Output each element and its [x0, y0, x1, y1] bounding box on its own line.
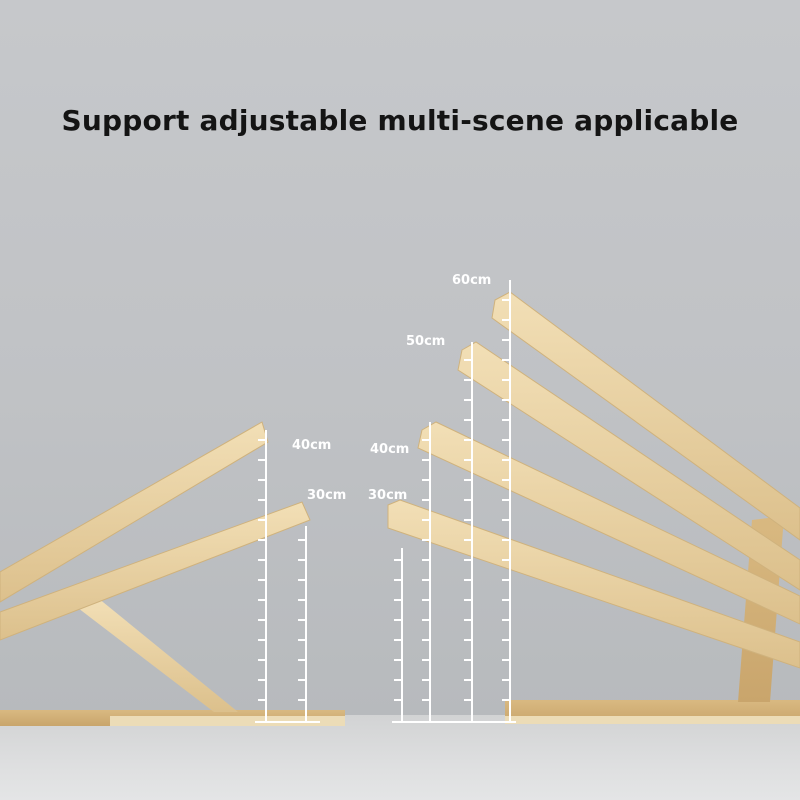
right-ruler-40cm — [422, 422, 431, 722]
left-ruler-40cm — [258, 430, 267, 722]
label-right-40cm: 40cm — [370, 442, 409, 457]
label-left-40cm: 40cm — [292, 438, 331, 453]
right-stand-board-40 — [417, 421, 800, 625]
right-ruler-30cm — [394, 548, 403, 722]
left-stand-lower-board — [0, 501, 311, 641]
right-stand-board-60 — [491, 291, 800, 541]
left-stand-strut — [78, 598, 238, 712]
label-left-30cm: 30cm — [307, 488, 346, 503]
left-stand — [0, 421, 345, 726]
right-stand-board-50 — [457, 341, 800, 591]
right-stand — [387, 291, 800, 724]
left-stand-upper-board — [0, 421, 269, 603]
headline: Support adjustable multi-scene applicabl… — [61, 104, 739, 137]
label-right-30cm: 30cm — [368, 488, 407, 503]
label-right-60cm: 60cm — [452, 273, 491, 288]
left-ruler-30cm — [298, 526, 307, 722]
right-stand-board-30 — [387, 499, 800, 669]
label-right-50cm: 50cm — [406, 334, 445, 349]
right-ruler-60cm — [502, 280, 511, 722]
floor — [0, 715, 800, 800]
right-ruler-50cm — [464, 342, 473, 722]
